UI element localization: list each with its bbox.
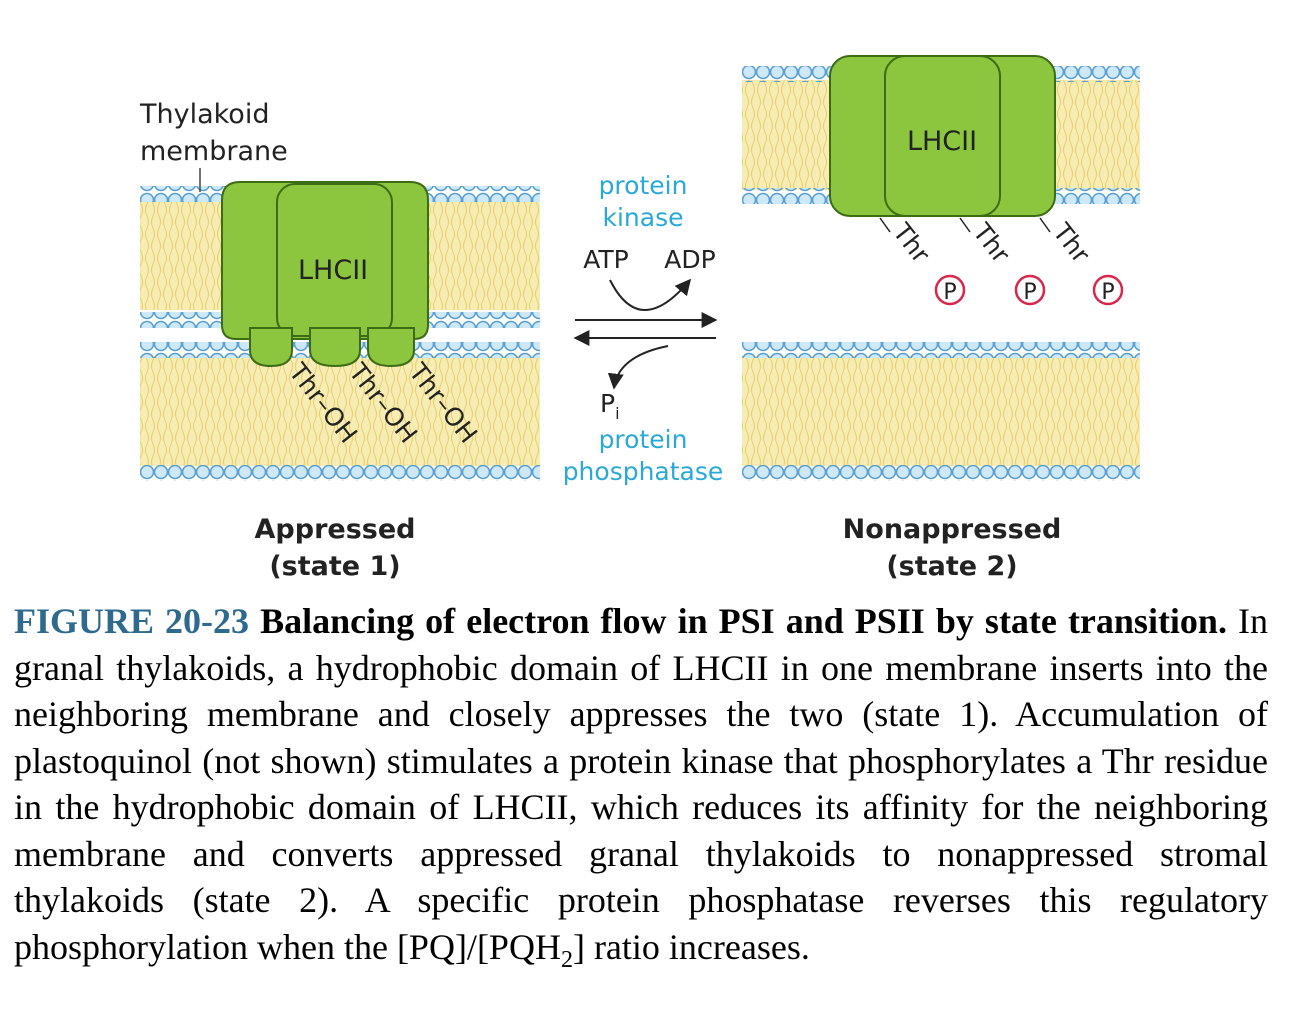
phosphate-circle-2	[1014, 274, 1046, 306]
thr-p-group-2: Thr P	[959, 217, 1046, 306]
phosphate-circle-1	[934, 274, 966, 306]
state2-label-line1: Nonappressed	[843, 514, 1062, 545]
thr-label-2: Thr	[967, 217, 1016, 269]
phosphate-circle-3	[1092, 274, 1124, 306]
pi-curve-arrow	[607, 345, 669, 390]
caption-body-end: ] ratio increases.	[572, 926, 810, 967]
phosphate-label-2: P	[1023, 280, 1036, 305]
kinase-label-line2: kinase	[603, 203, 684, 232]
caption-body: In granal thylakoids, a hydrophobic doma…	[14, 601, 1269, 967]
state1-label-line2: (state 1)	[269, 551, 400, 582]
state-transition-figure: Thylakoid membrane LHCII Thr–OH Thr–OH T…	[139, 55, 1140, 582]
thr-label-3: Thr	[1047, 217, 1096, 269]
phosphatase-label-line2: phosphatase	[563, 457, 724, 486]
lhcii-appressed	[221, 181, 429, 368]
state2-label-line2: (state 2)	[886, 551, 1017, 582]
thr-p-group-3: Thr P	[1039, 217, 1124, 306]
lhcii-right-label: LHCII	[907, 126, 977, 157]
phosphate-label-3: P	[1101, 280, 1114, 305]
kinase-label-line1: protein	[599, 171, 688, 200]
thylakoid-label-line1: Thylakoid	[139, 99, 269, 130]
lhcii-nonappressed	[829, 55, 1056, 217]
figure-caption: FIGURE 20-23 Balancing of electron flow …	[14, 598, 1268, 983]
thr-label-1: Thr	[887, 217, 936, 269]
figure-title: Balancing of electron flow in PSI and PS…	[260, 601, 1227, 641]
thr-p-group-1: Thr P	[879, 217, 966, 306]
thylakoid-label-line2: membrane	[140, 136, 288, 167]
pi-label: Pi	[600, 389, 620, 423]
figure-number: FIGURE 20-23	[14, 601, 250, 641]
phosphate-label-1: P	[943, 280, 956, 305]
atp-adp-curve-arrow	[609, 278, 692, 311]
lhcii-left-label: LHCII	[298, 255, 368, 286]
atp-label: ATP	[583, 245, 629, 274]
state1-label-line1: Appressed	[255, 514, 416, 545]
phosphatase-label-line1: protein	[599, 425, 688, 454]
nonappressed-membranes	[742, 66, 1140, 481]
caption-subscript: 2	[560, 946, 573, 973]
adp-label: ADP	[664, 245, 715, 274]
